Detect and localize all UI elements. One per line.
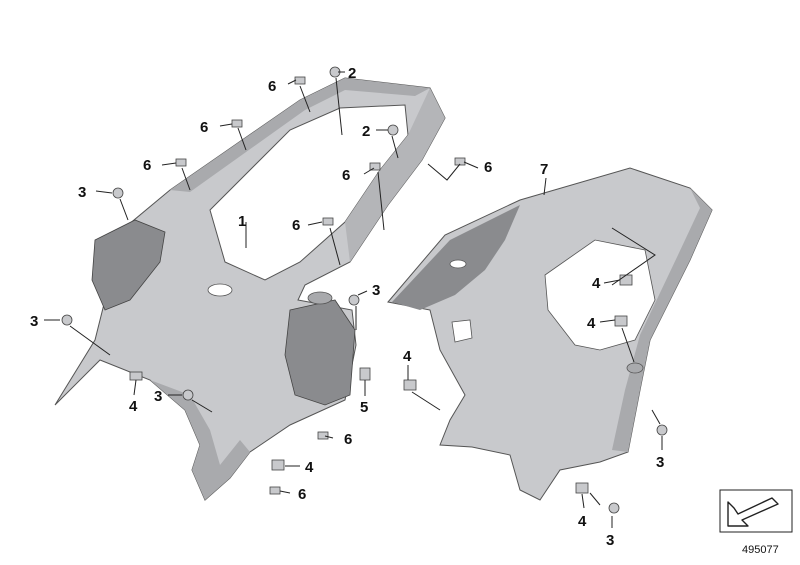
callout-label: 4 <box>592 275 601 292</box>
callout-label: 6 <box>143 157 151 174</box>
part-1-boss <box>307 291 333 305</box>
screw-icon <box>61 314 73 326</box>
callout-label: 6 <box>200 119 208 136</box>
callout-label: 7 <box>540 161 548 178</box>
callout-label: 6 <box>268 78 276 95</box>
callout-label: 4 <box>587 315 596 332</box>
direction-arrow-icon <box>727 497 779 527</box>
clip-nut-icon <box>129 371 143 381</box>
clip-nut-icon <box>271 459 285 471</box>
screw-icon <box>112 187 124 199</box>
clip-nut-icon <box>614 315 628 327</box>
fasteners <box>61 66 668 514</box>
clip-nut-icon <box>575 482 589 494</box>
callout-label: 3 <box>372 282 380 299</box>
part-7-clip-slot <box>451 319 473 343</box>
callout-label: 4 <box>403 348 412 365</box>
part-1-shade-upper <box>170 78 430 192</box>
callout-label: 3 <box>30 313 38 330</box>
callout-label: 4 <box>129 398 138 415</box>
screw-icon <box>656 424 668 436</box>
callout-label: 6 <box>484 159 492 176</box>
part-7-side-cover <box>387 167 713 501</box>
clip-nut-icon <box>619 274 633 286</box>
part-1-left-grille <box>91 219 166 311</box>
callout-label: 6 <box>292 217 300 234</box>
callout-label: 3 <box>656 454 664 471</box>
clip-nut-icon <box>403 379 417 391</box>
clip-nut-icon <box>231 119 243 128</box>
callout-label: 6 <box>298 486 306 503</box>
clip-nut-icon <box>269 486 281 495</box>
screw-icon <box>608 502 620 514</box>
screw-icon <box>182 389 194 401</box>
clip-nut-icon <box>369 162 381 171</box>
callouts: 2 6 2 6 6 3 1 6 6 7 6 3 3 4 4 4 5 3 4 6 … <box>30 65 664 549</box>
reference-number: 495077 <box>742 544 779 556</box>
clip-nut-icon <box>359 367 371 381</box>
callout-label: 1 <box>238 213 246 230</box>
screw-icon <box>387 124 399 136</box>
reference-box: 495077 <box>719 489 793 556</box>
part-1-right-grille <box>284 299 356 406</box>
part-7-shade-edge <box>612 188 712 452</box>
callout-label: 4 <box>305 459 314 476</box>
callout-label: 3 <box>606 532 614 549</box>
callout-label: 4 <box>578 513 587 530</box>
callout-label: 2 <box>362 123 370 140</box>
part-7-dark-recess <box>392 205 520 310</box>
leader-lines <box>44 71 663 528</box>
part-7-body <box>387 167 713 501</box>
part-7-window <box>544 239 656 351</box>
part-1-trim-panel <box>54 77 446 501</box>
callout-label: 5 <box>360 399 368 416</box>
part-7-hole-upper <box>449 259 467 269</box>
part-1-shade-right <box>345 88 445 262</box>
part-1-round-hole <box>207 283 233 297</box>
clip-nut-icon <box>322 217 334 226</box>
clip-nut-icon <box>175 158 187 167</box>
part-1-shade-lower <box>150 380 250 500</box>
callout-label: 3 <box>154 388 162 405</box>
callout-label: 2 <box>348 65 356 82</box>
part-7-hole-lower <box>626 362 644 374</box>
callout-label: 6 <box>342 167 350 184</box>
clip-nut-icon <box>294 76 306 85</box>
screw-icon <box>348 294 360 306</box>
clip-nut-icon <box>317 431 329 440</box>
callout-label: 3 <box>78 184 86 201</box>
clip-nut-icon <box>454 157 466 166</box>
callout-label: 6 <box>344 431 352 448</box>
